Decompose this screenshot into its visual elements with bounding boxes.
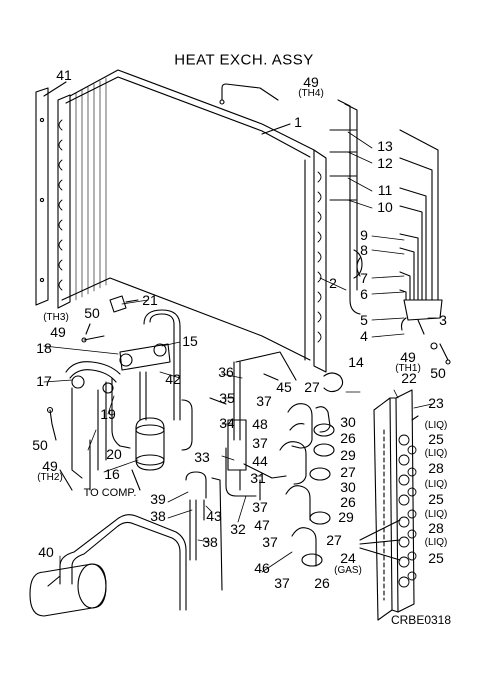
callout-50-upper: 50 [84, 305, 100, 321]
callout-13: 13 [377, 138, 393, 154]
tag-th2: (TH2) [37, 472, 63, 483]
callout-11: 11 [377, 182, 393, 198]
callout-28-b: 28 [428, 520, 444, 536]
callout-17: 17 [36, 373, 52, 389]
callout-48: 48 [252, 416, 268, 432]
tag-liq-4: (LIQ) [424, 509, 448, 520]
callout-45: 45 [276, 379, 292, 395]
callout-14: 14 [348, 354, 364, 370]
expansion-valve-group [209, 351, 297, 501]
tag-th3: (TH3) [43, 312, 69, 323]
tag-th1: (TH1) [395, 363, 421, 374]
callout-39: 39 [150, 491, 166, 507]
thermistor-th2 [46, 406, 57, 441]
callout-37-d: 37 [262, 534, 278, 550]
callout-29-b: 29 [338, 509, 354, 525]
heat-exchanger-coil [57, 69, 327, 373]
tag-gas: (GAS) [334, 565, 362, 576]
callout-50-left: 50 [32, 437, 48, 453]
callout-36: 36 [218, 364, 234, 380]
callout-7: 7 [360, 270, 368, 286]
callout-47: 47 [254, 517, 270, 533]
callout-19: 19 [100, 406, 116, 422]
callout-15: 15 [182, 333, 198, 349]
callout-34: 34 [219, 415, 235, 431]
callout-42: 42 [165, 371, 181, 387]
diagram-title: HEAT EXCH. ASSY [174, 51, 314, 69]
callout-37-e: 37 [274, 575, 290, 591]
callout-49-th4: 49 [303, 74, 319, 90]
clamp-14 [323, 372, 344, 393]
callout-49-th3: 49 [50, 324, 66, 340]
callout-27-b: 27 [340, 464, 356, 480]
callout-41: 41 [56, 67, 72, 83]
callout-40: 40 [38, 544, 54, 560]
callout-32: 32 [230, 521, 246, 537]
callout-25-b: 25 [428, 491, 444, 507]
callout-2: 2 [329, 275, 337, 291]
to-comp-label: TO COMP. [83, 487, 137, 499]
callout-49-th2: 49 [42, 458, 58, 474]
callout-24: 24 [340, 550, 356, 566]
strainer-valves [263, 373, 335, 567]
callout-37-b: 37 [252, 435, 268, 451]
tag-liq-1: (LIQ) [424, 420, 448, 431]
callout-25-a: 25 [428, 431, 444, 447]
tag-liq-3: (LIQ) [424, 479, 448, 490]
callout-1: 1 [294, 114, 302, 130]
drawing-code: CRBE0318 [390, 613, 452, 627]
callout-3: 3 [439, 312, 447, 328]
callout-26-b: 26 [340, 494, 356, 510]
compressor-side-pipework [59, 309, 193, 491]
callout-29-a: 29 [340, 447, 356, 463]
tag-liq-2: (LIQ) [424, 448, 448, 459]
callout-18: 18 [36, 340, 52, 356]
receiver-40 [29, 514, 187, 617]
branch-header-plate [359, 389, 419, 621]
pipes-38-39-43 [185, 471, 223, 591]
thermistor-th3 [81, 323, 105, 343]
callout-9: 9 [360, 227, 368, 243]
thermistor-th4 [219, 83, 279, 105]
callout-21: 21 [142, 292, 158, 308]
callout-33: 33 [194, 449, 210, 465]
callout-10: 10 [377, 199, 393, 215]
callout-46: 46 [254, 560, 270, 576]
callout-22: 22 [401, 370, 417, 386]
callout-50-right: 50 [430, 365, 446, 381]
callout-28-a: 28 [428, 460, 444, 476]
callout-27-c: 27 [326, 532, 342, 548]
callout-16: 16 [104, 466, 120, 482]
callout-23: 23 [428, 395, 444, 411]
callout-8: 8 [360, 242, 368, 258]
callout-35: 35 [219, 390, 235, 406]
tag-th4: (TH4) [298, 88, 324, 99]
callout-12: 12 [377, 155, 393, 171]
callout-43: 43 [206, 508, 222, 524]
callout-6: 6 [360, 286, 368, 302]
callout-26-c: 26 [314, 575, 330, 591]
callout-38-b: 38 [202, 534, 218, 550]
callout-20: 20 [106, 446, 122, 462]
callout-31: 31 [250, 470, 266, 486]
callout-30-a: 30 [340, 414, 356, 430]
side-plate-41 [35, 81, 67, 306]
tag-liq-5: (LIQ) [424, 537, 448, 548]
callout-37-a: 37 [256, 393, 272, 409]
callout-5: 5 [360, 312, 368, 328]
callout-27-top: 27 [304, 379, 320, 395]
callout-26-a: 26 [340, 430, 356, 446]
callout-44: 44 [252, 453, 268, 469]
bracket-21 [109, 295, 139, 313]
callout-4: 4 [360, 328, 368, 344]
distributor-pipes [329, 99, 451, 365]
callout-38-a: 38 [150, 508, 166, 524]
callout-49-th1: 49 [400, 349, 416, 365]
callout-30-b: 30 [340, 479, 356, 495]
callout-37-c: 37 [252, 499, 268, 515]
leader-lines [43, 131, 437, 573]
callout-25-c: 25 [428, 550, 444, 566]
